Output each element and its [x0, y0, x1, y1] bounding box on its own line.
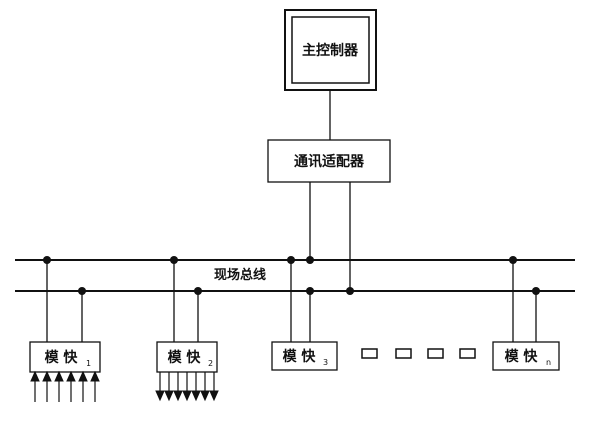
module-1-input-arrows — [30, 370, 100, 402]
bus-junction-dots — [43, 256, 540, 295]
module-1-box: 模 快 1 — [29, 341, 101, 373]
comm-adapter-box: 通讯适配器 — [267, 139, 391, 183]
comm-adapter-label: 通讯适配器 — [294, 153, 365, 170]
main-controller-label: 主控制器 — [302, 42, 359, 59]
module-3-label: 模 快 — [283, 348, 317, 365]
module-3-subscript: 3 — [323, 358, 328, 367]
module-3-box: 模 快 3 — [271, 341, 338, 371]
module-1-label: 模 快 — [45, 349, 79, 366]
module-n-subscript: n — [546, 358, 551, 367]
module-1-subscript: 1 — [86, 359, 91, 368]
module-n-label: 模 快 — [505, 348, 539, 365]
main-controller-box: 主控制器 — [284, 9, 377, 91]
fieldbus-label: 现场总线 — [214, 267, 266, 283]
module-drop-lines — [46, 260, 537, 342]
ellipsis-boxes — [361, 348, 476, 359]
module-2-subscript: 2 — [208, 359, 213, 368]
module-n-box: 模 快 n — [492, 341, 560, 371]
module-2-output-arrows — [155, 372, 219, 402]
module-2-box: 模 快 2 — [156, 341, 218, 373]
module-2-label: 模 快 — [168, 349, 202, 366]
